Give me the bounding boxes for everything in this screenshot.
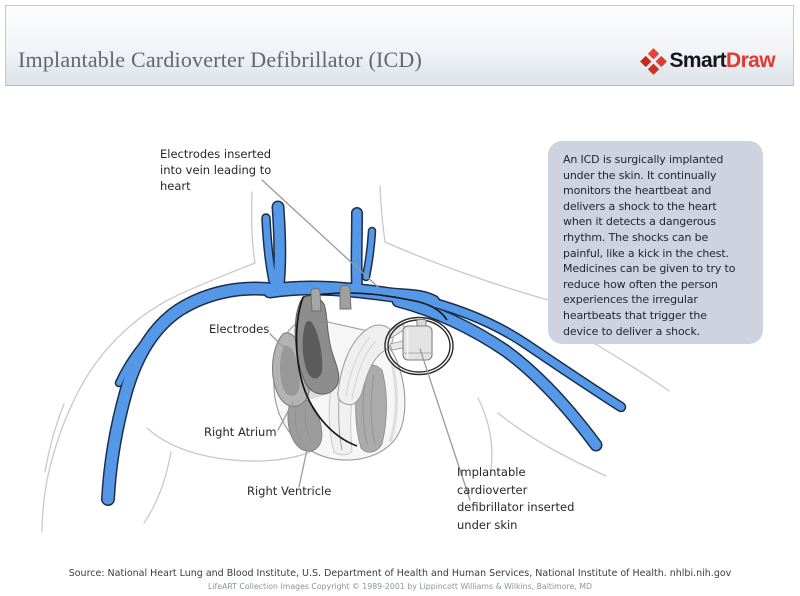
label-electrodes-vein: Electrodes inserted into vein leading to… — [160, 147, 272, 193]
leader-right-ventricle — [298, 430, 312, 488]
electrode-lead-in-heart — [295, 296, 358, 447]
icd-device — [402, 319, 433, 361]
label-right-ventricle: Right Ventricle — [247, 484, 332, 498]
smartdraw-logo: SmartDraw — [639, 47, 776, 75]
leader-right-atrium — [277, 401, 294, 431]
icd-description-text: An ICD is surgically implanted under the… — [563, 153, 736, 338]
leader-electrodes-vein — [261, 179, 379, 288]
icd-body — [402, 325, 433, 361]
logo-smart-text: Smart — [669, 49, 727, 72]
page-title: Implantable Cardioverter Defibrillator (… — [18, 47, 423, 72]
copyright-notice: LifeART Collection Images Copyright © 19… — [207, 582, 593, 591]
veins-blue — [102, 202, 625, 505]
header-bar: Implantable Cardioverter Defibrillator (… — [5, 5, 794, 86]
leader-icd — [419, 348, 471, 501]
heart-aorta-opening — [302, 320, 323, 379]
logo-draw-text: Draw — [726, 49, 776, 72]
electrode-lead-in-vein — [302, 292, 448, 321]
label-electrodes: Electrodes — [209, 322, 270, 336]
label-right-atrium: Right Atrium — [204, 425, 277, 439]
label-icd-device: Implantable cardioverter defibrillator i… — [457, 465, 575, 532]
source-attribution: Source: National Heart Lung and Blood In… — [68, 568, 732, 579]
body-outline — [41, 185, 670, 533]
pulmonary-ridges — [345, 336, 377, 400]
heart-illustration — [272, 284, 406, 461]
icd-description-callout: An ICD is surgically implanted under the… — [548, 141, 763, 344]
heart-wall-rim — [388, 361, 398, 443]
leader-lines — [261, 179, 471, 501]
smartdraw-wordmark: SmartDraw — [669, 49, 776, 73]
heart-pulmonary-trunk — [337, 324, 394, 406]
vessel-stub-1 — [310, 287, 322, 312]
leader-electrodes — [269, 333, 297, 360]
vessel-stub-2 — [339, 284, 352, 310]
pulmonary-branch-1 — [387, 323, 405, 339]
